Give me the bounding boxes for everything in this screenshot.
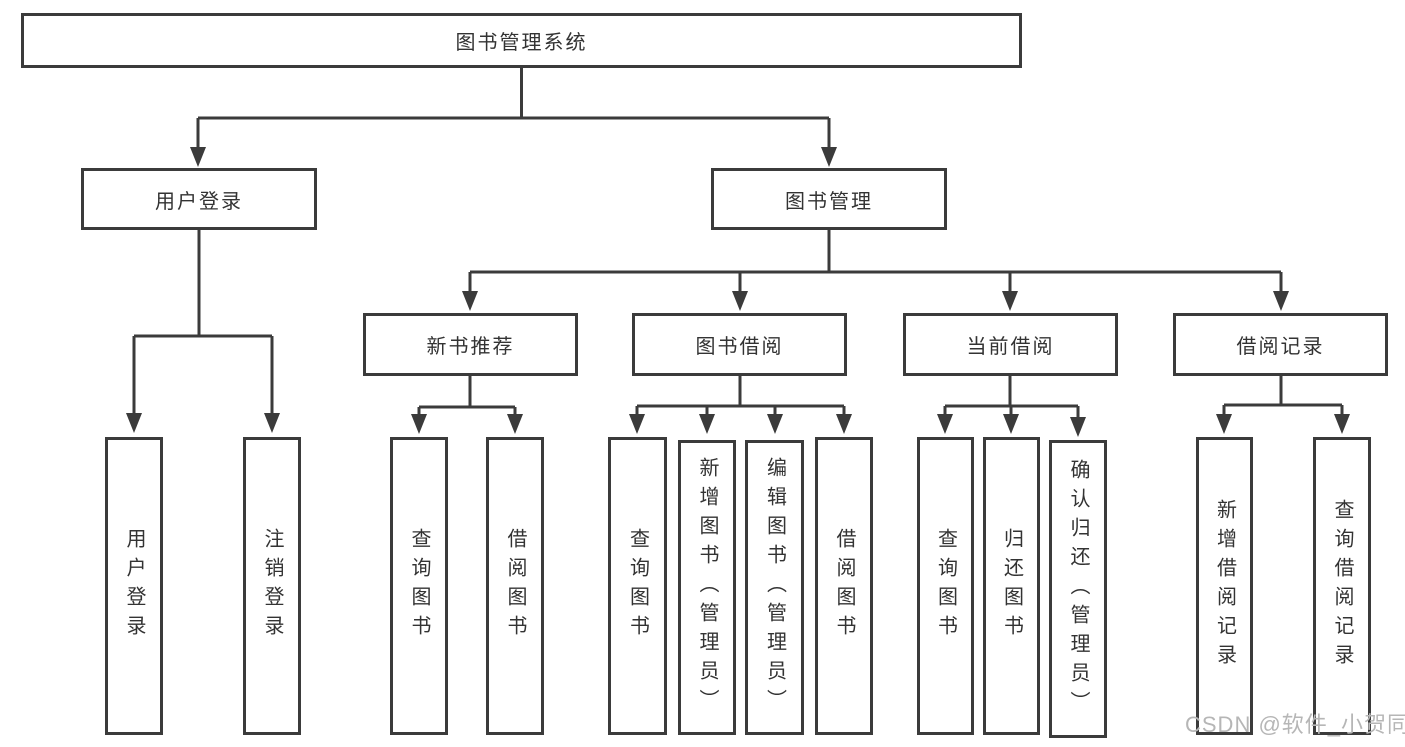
node-leaf-current-confirm: 确认归还（管理员） — [1049, 440, 1107, 738]
node-leaf-borrow-query: 查询图书 — [608, 437, 667, 735]
node-leaf-newbook-borrow: 借阅图书 — [486, 437, 544, 735]
node-leaf-record-add: 新增借阅记录 — [1196, 437, 1253, 735]
node-leaf-record-query-label: 查询借阅记录 — [1331, 499, 1353, 673]
tree-edges — [134, 68, 1342, 409]
node-leaf-current-query: 查询图书 — [917, 437, 974, 735]
node-leaf-current-confirm-label: 确认归还（管理员） — [1067, 458, 1089, 720]
node-current-borrow: 当前借阅 — [903, 313, 1118, 376]
node-new-book-recommend-label: 新书推荐 — [426, 336, 515, 358]
arrowhead-icons — [126, 147, 1350, 437]
node-current-borrow-label: 当前借阅 — [966, 336, 1055, 358]
node-leaf-borrow-add-label: 新增图书（管理员） — [696, 457, 718, 718]
node-root: 图书管理系统 — [21, 13, 1022, 68]
arrow-stems — [132, 118, 1344, 419]
node-leaf-newbook-borrow-label: 借阅图书 — [504, 528, 526, 644]
node-leaf-borrow-borrow-label: 借阅图书 — [833, 528, 855, 644]
node-leaf-borrow-query-label: 查询图书 — [626, 528, 649, 644]
node-leaf-user-login: 用户登录 — [105, 437, 163, 735]
node-book-management: 图书管理 — [711, 168, 947, 230]
node-leaf-borrow-edit-label: 编辑图书（管理员） — [763, 457, 786, 718]
node-root-label: 图书管理系统 — [455, 32, 588, 54]
node-leaf-borrow-edit: 编辑图书（管理员） — [745, 440, 804, 735]
node-leaf-newbook-query: 查询图书 — [390, 437, 448, 735]
node-leaf-record-query: 查询借阅记录 — [1313, 437, 1371, 735]
node-leaf-borrow-borrow: 借阅图书 — [815, 437, 873, 735]
node-user-login-label: 用户登录 — [155, 190, 243, 213]
node-book-borrow: 图书借阅 — [632, 313, 847, 376]
node-book-borrow-label: 图书借阅 — [695, 336, 784, 358]
node-new-book-recommend: 新书推荐 — [363, 313, 578, 376]
node-leaf-newbook-query-label: 查询图书 — [408, 528, 430, 644]
node-leaf-logout-label: 注销登录 — [261, 528, 283, 644]
node-leaf-user-login-label: 用户登录 — [123, 528, 145, 644]
node-user-login: 用户登录 — [81, 168, 317, 230]
node-borrow-record: 借阅记录 — [1173, 313, 1388, 376]
node-leaf-current-return-label: 归还图书 — [1000, 528, 1023, 644]
watermark: CSDN @软件_小贺同学 — [1185, 712, 1405, 737]
node-leaf-logout: 注销登录 — [243, 437, 301, 735]
node-leaf-current-return: 归还图书 — [983, 437, 1040, 735]
node-leaf-borrow-add: 新增图书（管理员） — [678, 440, 736, 735]
node-book-management-label: 图书管理 — [785, 190, 873, 213]
node-leaf-current-query-label: 查询图书 — [934, 528, 957, 644]
node-borrow-record-label: 借阅记录 — [1236, 336, 1325, 358]
node-leaf-record-add-label: 新增借阅记录 — [1213, 499, 1236, 673]
